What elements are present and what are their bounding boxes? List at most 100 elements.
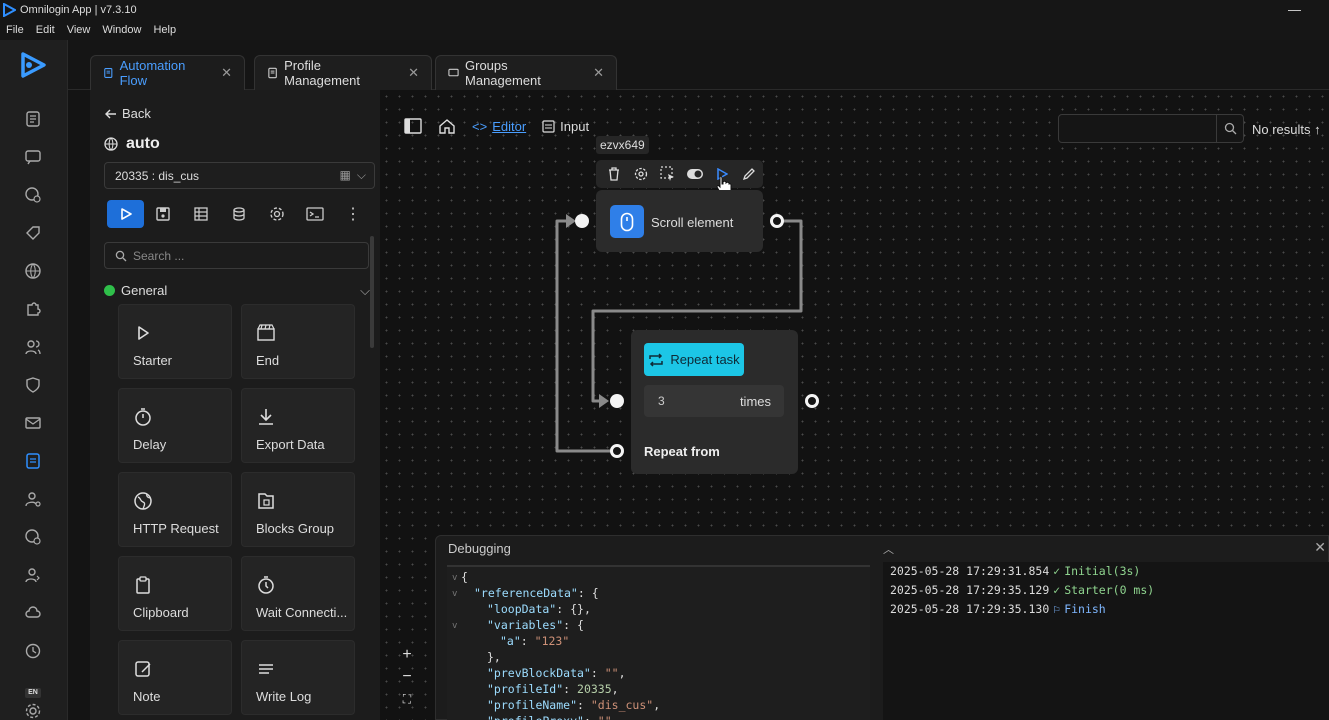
repeat-output-port[interactable] xyxy=(805,394,819,408)
debug-json-view[interactable]: v{v"referenceData": {"loopData": {},v"va… xyxy=(447,565,870,720)
zoom-out-button[interactable]: − xyxy=(402,668,412,685)
menu-help[interactable]: Help xyxy=(153,24,177,36)
node-settings-button[interactable] xyxy=(627,160,654,188)
scroll-element-node[interactable]: Scroll element xyxy=(596,190,763,252)
scroll-input-port[interactable] xyxy=(575,214,589,228)
database-icon xyxy=(233,207,245,221)
toggle-sidebar-button[interactable] xyxy=(404,118,422,134)
user-settings-icon[interactable] xyxy=(24,490,42,508)
json-line: v"referenceData": { xyxy=(452,586,599,600)
select-element-button[interactable] xyxy=(654,160,681,188)
block-label: Export Data xyxy=(256,437,325,452)
json-line: "a": "123" xyxy=(500,634,570,648)
repeat-input-port[interactable] xyxy=(610,394,624,408)
extension-icon[interactable] xyxy=(24,300,42,318)
block-http-request[interactable]: HTTP Request xyxy=(118,472,232,547)
terminal-button[interactable] xyxy=(296,200,334,228)
fold-toggle-icon[interactable]: v xyxy=(452,621,458,631)
shield-icon[interactable] xyxy=(24,376,42,394)
block-label: HTTP Request xyxy=(133,521,219,536)
panel-scrollbar[interactable] xyxy=(370,236,374,348)
run-button[interactable] xyxy=(107,200,144,228)
clipboard-icon xyxy=(133,575,153,595)
history-icon[interactable] xyxy=(24,642,42,660)
edit-node-button[interactable] xyxy=(736,160,763,188)
block-clipboard[interactable]: Clipboard xyxy=(118,556,232,631)
input-tab[interactable]: Input xyxy=(542,119,589,134)
save-button[interactable] xyxy=(144,200,182,228)
home-icon xyxy=(439,119,455,134)
globe-settings-icon[interactable] xyxy=(24,186,42,204)
chevron-up-icon[interactable]: ︿ xyxy=(883,544,894,556)
menu-bar: File Edit View Window Help xyxy=(0,20,1329,40)
block-end[interactable]: End xyxy=(241,304,355,379)
language-badge[interactable]: EN xyxy=(25,688,41,698)
gear-icon[interactable] xyxy=(24,702,42,720)
cloud-icon[interactable] xyxy=(24,604,42,622)
repeat-from-port[interactable] xyxy=(610,444,624,458)
fold-toggle-icon[interactable]: v xyxy=(452,589,458,599)
block-label: Starter xyxy=(133,353,173,368)
tab-automation-flow[interactable]: Automation Flow ✕ xyxy=(90,55,245,90)
search-icon xyxy=(1224,122,1236,135)
tab-profile-management[interactable]: Profile Management ✕ xyxy=(254,55,432,90)
flag-icon: ⚐ xyxy=(1053,602,1061,616)
mouse-icon xyxy=(610,205,644,238)
run-node-button[interactable] xyxy=(709,160,736,188)
fit-view-button[interactable]: ⛶ xyxy=(402,692,412,706)
canvas-search-input[interactable] xyxy=(1058,114,1244,143)
block-export-data[interactable]: Export Data xyxy=(241,388,355,463)
mail-icon[interactable] xyxy=(24,414,42,432)
tab-groups-management[interactable]: Groups Management ✕ xyxy=(435,55,617,90)
block-note[interactable]: Note xyxy=(118,640,232,715)
panel-toolbar: ⋮ xyxy=(107,200,372,228)
fold-toggle-icon[interactable]: v xyxy=(452,573,458,583)
scroll-output-port[interactable] xyxy=(770,214,784,228)
menu-view[interactable]: View xyxy=(66,24,91,36)
category-general[interactable]: General ⌵ xyxy=(104,283,372,298)
table-button[interactable] xyxy=(182,200,220,228)
close-icon[interactable]: ✕ xyxy=(408,65,419,80)
debug-splitter[interactable] xyxy=(870,565,883,720)
team-icon[interactable] xyxy=(24,566,42,584)
repeat-task-node[interactable]: Repeat task 3 times Repeat from xyxy=(631,330,798,474)
close-icon[interactable]: ✕ xyxy=(1314,539,1326,555)
search-button[interactable] xyxy=(1216,115,1243,142)
json-line: v{ xyxy=(452,570,468,584)
block-blocks-group[interactable]: Blocks Group xyxy=(241,472,355,547)
users-icon[interactable] xyxy=(24,338,42,356)
editor-tab[interactable]: <>Editor xyxy=(472,119,526,134)
arrow-up-icon[interactable]: ↑ xyxy=(1314,122,1321,137)
close-icon[interactable]: ✕ xyxy=(221,65,232,80)
window-title: Omnilogin App | v7.3.10 xyxy=(20,4,137,16)
document-icon[interactable] xyxy=(24,110,42,128)
more-button[interactable]: ⋮ xyxy=(334,200,372,228)
repeat-count-input[interactable]: 3 times xyxy=(644,385,784,417)
database-button[interactable] xyxy=(220,200,258,228)
block-write-log[interactable]: Write Log xyxy=(241,640,355,715)
minimize-button[interactable]: — xyxy=(1288,2,1301,17)
menu-edit[interactable]: Edit xyxy=(35,24,55,36)
tag-icon[interactable] xyxy=(24,224,42,242)
zoom-in-button[interactable]: + xyxy=(402,646,412,663)
back-button[interactable]: Back xyxy=(104,106,151,121)
block-search-input[interactable]: Search ... xyxy=(104,242,369,269)
location-settings-icon[interactable] xyxy=(24,528,42,546)
automation-icon[interactable] xyxy=(24,452,42,470)
home-button[interactable] xyxy=(438,118,456,134)
delete-node-button[interactable] xyxy=(600,160,627,188)
settings-button[interactable] xyxy=(258,200,296,228)
block-wait-connection[interactable]: Wait Connecti... xyxy=(241,556,355,631)
toggle-node-button[interactable] xyxy=(682,160,709,188)
block-delay[interactable]: Delay xyxy=(118,388,232,463)
profile-select[interactable]: 20335 : dis_cus ▦⌵ xyxy=(104,162,375,189)
globe-icon[interactable] xyxy=(24,262,42,280)
menu-window[interactable]: Window xyxy=(102,24,142,36)
tab-doc-icon xyxy=(268,67,277,79)
menu-file[interactable]: File xyxy=(6,24,24,36)
message-icon[interactable] xyxy=(24,148,42,166)
block-starter[interactable]: Starter xyxy=(118,304,232,379)
repeat-from-label: Repeat from xyxy=(644,444,720,459)
close-icon[interactable]: ✕ xyxy=(593,65,604,80)
